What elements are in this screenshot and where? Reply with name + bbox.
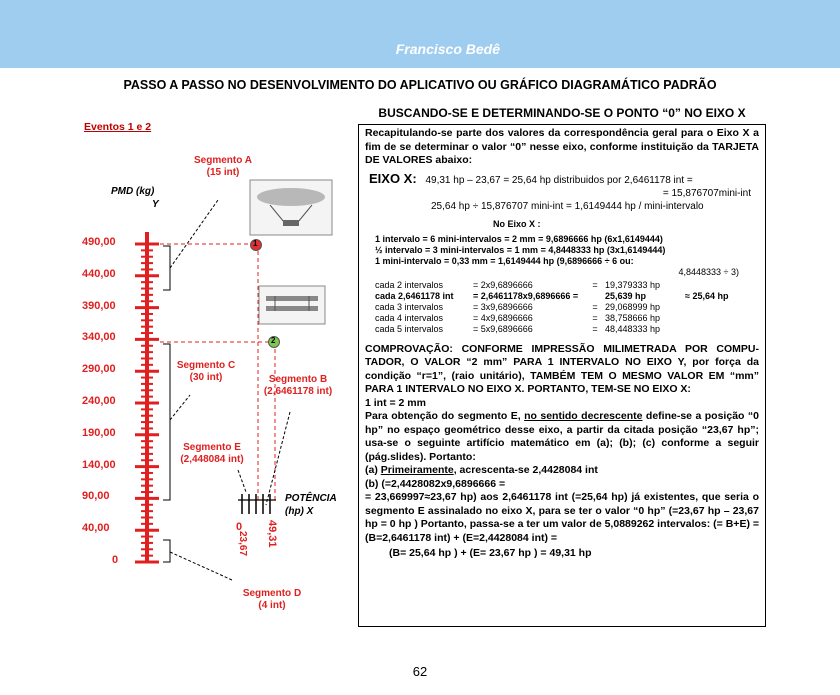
table-cell: = (592, 301, 598, 312)
intro-text: Recapitulando-se parte dos valores da co… (365, 127, 759, 166)
table-cell: cada 2 intervalos (375, 279, 444, 290)
section-title: BUSCANDO-SE E DETERMINANDO-SE O PONTO “0… (378, 106, 746, 120)
author-title: Francisco Bedê (395, 41, 500, 57)
step-a-text: (a) Primeiramente, acrescenta-se 2,44280… (365, 464, 598, 476)
events-label: Eventos 1 e 2 (84, 121, 152, 133)
y-tick-label: 190,00 (82, 426, 116, 439)
arrow-seg-d (169, 551, 233, 581)
point-1 (250, 239, 262, 251)
segment-b-label: Segmento B(2,6461178 int) (263, 374, 333, 397)
final-result: (B= 25,64 hp ) + (E= 23,67 hp ) = 49,31 … (389, 547, 592, 559)
y-tick-label: 0 (112, 554, 119, 566)
table-cell: cada 4 intervalos (375, 312, 444, 323)
bracket-segment-a (163, 245, 171, 291)
values-box: Recapitulando-se parte dos valores da co… (358, 124, 766, 627)
segment-e-label: Segmento E(2,448084 int) (180, 442, 244, 465)
table-cell: 29,068999 hp (605, 301, 661, 312)
y-axis-label-1: PMD (kg) (111, 186, 155, 197)
step-b-text: (b) (=2,4428082x9,6896666 = (365, 477, 506, 490)
table-cell: 48,448333 hp (605, 323, 661, 334)
interval-row-3b: 4,8448333 ÷ 3) (678, 266, 740, 277)
table-row: cada 2,6461178 int = 2,6461178x9,6896666 … (375, 291, 759, 302)
table-row: cada 3 intervalos = 3x9,6896666 = 29,068999… (375, 302, 759, 313)
y-tick-label: 90,00 (82, 490, 110, 503)
table-cell: cada 5 intervalos (375, 323, 444, 334)
x-zero-label: 0 (236, 521, 243, 533)
table-cell: 19,379333 hp (605, 279, 661, 290)
interval-row-1: 1 intervalo = 6 mini-intervalos = 2 mm =… (375, 233, 663, 244)
diagram-canvas (135, 179, 333, 581)
x-label-23-67: 23,67 (237, 531, 248, 557)
table-cell: = (592, 323, 598, 334)
segment-c-label: Segmento C(30 int) (176, 360, 236, 383)
y-axis-label-2: Y (152, 199, 159, 210)
table-row: cada 5 intervalos = 5x9,6896666 = 48,448333… (375, 324, 759, 335)
bracket-segment-c (163, 343, 171, 501)
point-2 (268, 336, 280, 348)
table-row: cada 4 intervalos = 4x9,6896666 = 38,758666… (375, 313, 759, 324)
arrow-seg-e (237, 469, 247, 493)
page-number: 62 (412, 664, 428, 679)
point-1-label: 1 (253, 239, 258, 248)
arrow-seg-b (265, 411, 291, 506)
table-cell: = 5x9,6896666 (473, 323, 533, 334)
segment-d-label: Segmento D(4 int) (242, 588, 302, 611)
arrow-seg-a (169, 199, 219, 269)
eixo-x-row-1: EIXO X: 49,31 hp – 23,67 = 25,64 hp dist… (369, 170, 693, 186)
y-tick-label: 490,00 (82, 236, 116, 248)
table-cell: = 4x9,6896666 (473, 312, 533, 323)
y-tick-label: 240,00 (82, 395, 116, 407)
table-cell: 25,639 hp (605, 290, 647, 301)
airplane-image (258, 285, 326, 325)
x-axis-ticks (241, 494, 271, 514)
intervals-table: cada 2 intervalos = 2x9,6896666 = 19,379333… (365, 280, 759, 335)
arrow-seg-c (169, 394, 191, 421)
table-cell: = (592, 279, 598, 290)
table-cell: = 2,6461178x9,6896666 = (473, 290, 579, 301)
table-row: cada 2 intervalos = 2x9,6896666 = 19,379333… (375, 280, 759, 291)
x-axis-label-1: POTÊNCIA (285, 493, 337, 504)
interval-row-2: ½ intervalo = 3 mini-intervalos = 1 mm =… (375, 244, 666, 255)
point-2-label: 2 (271, 336, 276, 345)
header-banner: Francisco Bedê (0, 0, 840, 68)
table-cell: 38,758666 hp (605, 312, 661, 323)
step-c-text: = 23,669997≈23,67 hp) aos 2,6461178 int … (365, 491, 759, 544)
x-axis-label-2: (hp) X (285, 506, 314, 517)
table-cell: = 3x9,6896666 (473, 301, 533, 312)
table-cell: = 2x9,6896666 (473, 279, 533, 290)
airship-image (249, 179, 333, 236)
y-tick-label: 340,00 (82, 331, 116, 344)
no-eixo-label: No Eixo X : (493, 218, 541, 229)
y-tick-label: 390,00 (82, 299, 116, 312)
bracket-segment-d (163, 539, 171, 563)
table-cell: cada 3 intervalos (375, 301, 444, 312)
x-label-49-31: 49,31 (266, 520, 278, 548)
para-obtencao-text: Para obtenção do segmento E, no sentido … (365, 410, 759, 463)
table-cell: = (592, 312, 598, 323)
segment-a-label: Segmento A(15 int) (194, 155, 252, 178)
page-title: PASSO A PASSO NO DESENVOLVIMENTO DO APLI… (123, 78, 717, 92)
y-tick-label: 40,00 (82, 522, 110, 535)
comprovacao-text: COMPROVAÇÃO: CONFORME IMPRESSÃO MILIMETR… (365, 342, 759, 396)
table-cell: cada 2,6461178 int (375, 290, 454, 301)
y-tick-label: 140,00 (82, 458, 116, 471)
y-tick-label: 440,00 (82, 267, 116, 280)
eixo-x-row-3: 25,64 hp ÷ 15,876707 mini-int = 1,614944… (431, 200, 704, 212)
table-cell (585, 291, 605, 302)
interval-row-3: 1 mini-intervalo = 0,33 mm = 1,6149444 h… (375, 255, 634, 266)
y-axis-ticks (135, 242, 159, 564)
int-equation: 1 int = 2 mm (365, 396, 426, 409)
y-tick-label: 290,00 (82, 363, 116, 376)
eixo-x-row-2: = 15,876707mini-int (662, 187, 751, 199)
table-cell: ≈ 25,64 hp (685, 290, 729, 301)
